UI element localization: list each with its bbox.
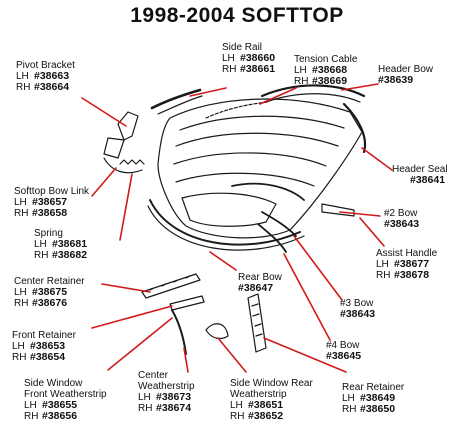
side-rail-part: [150, 88, 202, 110]
label-side-window-front-weatherstrip: Side Window Front Weatherstrip LH#38655 …: [24, 378, 107, 422]
softtop-canvas: [157, 98, 363, 239]
label-rear-bow: Rear Bow #38647: [238, 272, 282, 294]
label-bow4: #4 Bow #38645: [326, 340, 362, 362]
leader-side-window-rear-ws: [217, 337, 247, 373]
label-front-retainer: Front Retainer LH#38653 RH#38654: [12, 330, 76, 363]
label-side-rail: Side Rail LH#38660 RH#38661: [222, 42, 276, 75]
bow-link-part: [103, 157, 143, 174]
leader-center-retainer: [101, 283, 151, 293]
label-rear-retainer: Rear Retainer LH#38649 RH#38650: [342, 382, 405, 415]
tension-cable-part: [205, 101, 269, 119]
label-assist-handle: Assist Handle LH#38677 RH#38678: [376, 248, 438, 281]
leader-assist-handle: [359, 217, 385, 247]
side-window-rear-weatherstrip-part: [205, 323, 229, 340]
header-seal-part: [342, 102, 367, 154]
center-weatherstrip-part: [171, 309, 187, 355]
bow-2-part: [231, 182, 305, 201]
header-bow-part: [265, 93, 361, 103]
softtop-seam: [179, 115, 345, 131]
label-spring: Spring LH#38681 RH#38682: [34, 228, 88, 261]
assist-handle-part: [321, 203, 355, 217]
pivot-bracket-part: [103, 137, 125, 159]
leader-rear-bow: [209, 251, 237, 271]
leader-side-window-front-ws: [107, 317, 173, 371]
label-bow2: #2 Bow #38643: [384, 208, 420, 230]
leader-header-seal: [361, 147, 393, 171]
leader-side-rail: [189, 87, 227, 97]
center-retainer-part: [149, 275, 191, 291]
side-rail-part: [157, 95, 203, 115]
label-softtop-bow-link: Softtop Bow Link LH#38657 RH#38658: [14, 186, 90, 219]
bow-4-part: [257, 223, 287, 253]
leader-bow3: [293, 235, 343, 301]
spring-part: [119, 159, 145, 165]
center-retainer-part: [141, 273, 201, 299]
rear-retainer-part: [251, 303, 263, 337]
softtop-seam: [175, 132, 339, 147]
label-pivot-bracket: Pivot Bracket LH#38663 RH#38664: [16, 60, 75, 93]
label-bow3: #3 Bow #38643: [340, 298, 376, 320]
header-bow-part: [260, 84, 366, 98]
label-center-weatherstrip: Center Weatherstrip LH#38673 RH#38674: [138, 370, 195, 414]
label-center-retainer: Center Retainer LH#38675 RH#38676: [14, 276, 85, 309]
softtop-seam: [175, 172, 315, 187]
front-retainer-part: [169, 295, 205, 311]
leader-softtop-bow-link: [91, 167, 117, 197]
leader-header-bow: [341, 83, 379, 91]
leader-rear-retainer: [263, 337, 347, 373]
rear-bow-part: [149, 199, 301, 246]
leader-tension-cable: [259, 87, 297, 105]
softtop-seam: [173, 152, 327, 167]
label-tension-cable: Tension Cable LH#38668 RH#38669: [294, 54, 358, 87]
leader-pivot-bracket: [81, 97, 127, 127]
leader-front-retainer: [91, 305, 173, 329]
diagram-title: 1998-2004 SOFTTOP: [130, 4, 344, 27]
leader-center-ws: [183, 347, 189, 373]
leader-bow2: [339, 211, 381, 217]
leader-bow4: [283, 253, 331, 341]
leader-spring: [119, 173, 133, 241]
pivot-bracket-part: [117, 111, 139, 141]
label-header-seal: Header Seal #38641: [392, 164, 448, 186]
rear-bow-part: [147, 205, 305, 251]
label-header-bow: Header Bow #38639: [378, 64, 434, 86]
label-side-window-rear-weatherstrip: Side Window Rear Weatherstrip LH#38651 R…: [230, 378, 313, 422]
bow-3-part: [261, 211, 297, 237]
rear-window: [181, 192, 277, 227]
rear-retainer-part: [247, 293, 267, 353]
